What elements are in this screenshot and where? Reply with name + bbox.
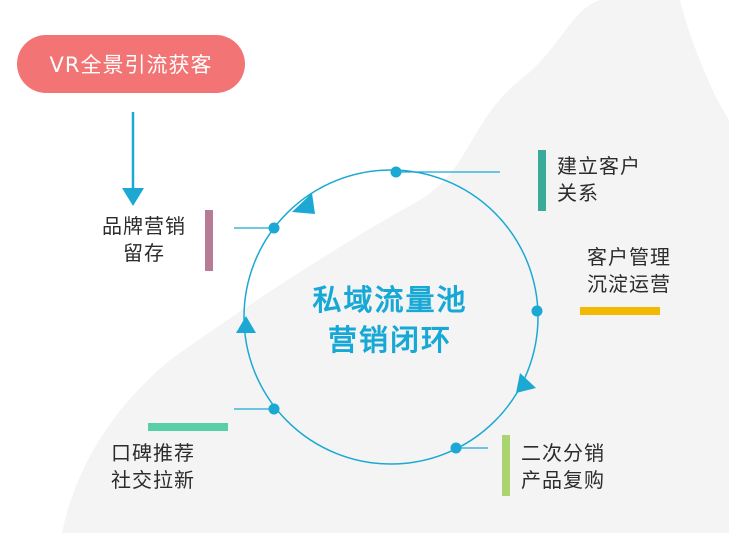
node-label-referral-line2: 社交拉新	[111, 468, 195, 492]
node-dot-relation	[390, 166, 402, 178]
node-dot-resale	[450, 442, 462, 454]
center-title-line2: 营销闭环	[327, 323, 452, 357]
circle-arrow-top	[292, 193, 315, 214]
accent-bar-resale	[502, 435, 510, 496]
center-title: 私域流量池 营销闭环	[290, 280, 490, 360]
node-label-relation: 建立客户 关系	[557, 153, 641, 207]
down-arrow-head	[122, 188, 144, 206]
node-label-relation-line1: 建立客户	[557, 154, 641, 178]
node-label-relation-line2: 关系	[557, 181, 599, 205]
circle-arrow-left	[236, 316, 256, 333]
background-shape-inner	[680, 0, 729, 120]
node-label-brand-line2: 留存	[123, 241, 165, 265]
node-label-referral-line1: 口碑推荐	[111, 441, 195, 465]
node-dot-management	[531, 305, 543, 317]
accent-bar-management	[580, 307, 660, 315]
vr-traffic-badge-label: VR全景引流获客	[49, 53, 213, 77]
background-shape	[62, 0, 729, 533]
node-dot-brand	[268, 222, 280, 234]
node-label-resale-line1: 二次分销	[521, 441, 605, 465]
node-label-management: 客户管理 沉淀运营	[587, 244, 671, 298]
accent-bar-brand	[205, 210, 213, 271]
accent-bar-relation	[538, 150, 546, 211]
node-dot-referral	[268, 403, 280, 415]
circle-arrow-right	[516, 373, 536, 393]
node-label-management-line2: 沉淀运营	[587, 272, 671, 296]
node-label-referral: 口碑推荐 社交拉新	[111, 440, 195, 494]
node-label-brand: 品牌营销 留存	[102, 213, 186, 267]
node-label-resale: 二次分销 产品复购	[521, 440, 605, 494]
node-label-resale-line2: 产品复购	[521, 468, 605, 492]
node-label-management-line1: 客户管理	[587, 245, 671, 269]
accent-bar-referral	[148, 423, 228, 431]
vr-traffic-badge: VR全景引流获客	[17, 35, 245, 93]
center-title-line1: 私域流量池	[312, 283, 468, 317]
node-label-brand-line1: 品牌营销	[102, 214, 186, 238]
